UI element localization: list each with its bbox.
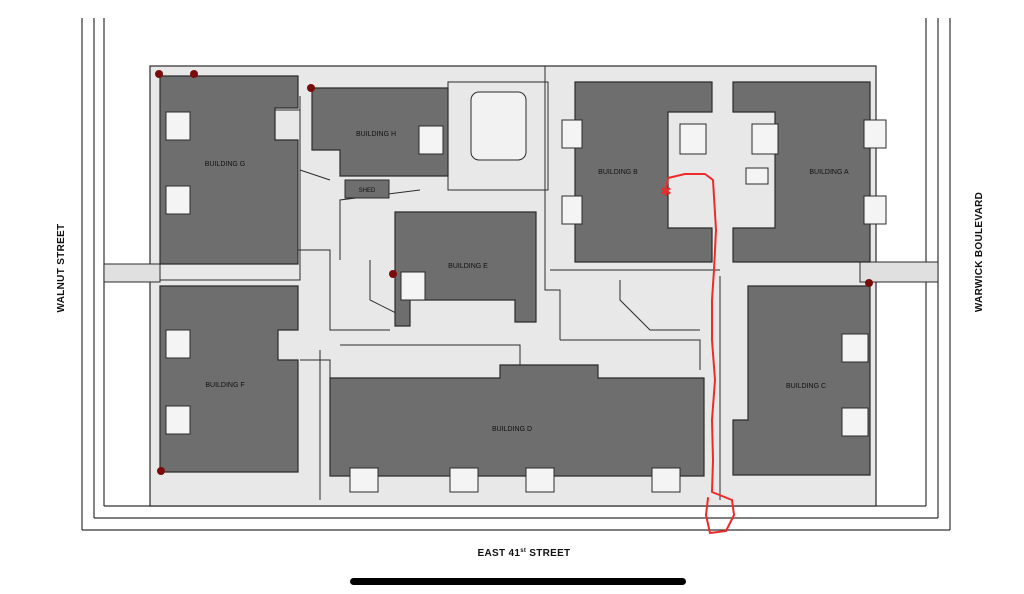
building-h	[311, 87, 449, 177]
buildings	[159, 75, 871, 477]
building-b-label: BUILDING B	[598, 169, 638, 176]
building-f	[159, 285, 299, 473]
building-h-label: BUILDING H	[356, 131, 396, 138]
marker-dots	[155, 70, 873, 475]
building-a-label: BUILDING A	[809, 169, 849, 176]
route-path	[665, 173, 735, 534]
building-g	[159, 75, 299, 265]
shed	[344, 179, 390, 199]
building-c-label: BUILDING C	[786, 383, 826, 390]
home-indicator	[350, 578, 686, 585]
east-41st-street-label: EAST 41st STREET	[478, 548, 571, 559]
building-c	[732, 285, 871, 476]
building-b	[574, 81, 713, 263]
building-g-label: BUILDING G	[205, 161, 245, 168]
route-start-icon: ✱	[660, 184, 672, 200]
building-f-label: BUILDING F	[205, 382, 244, 389]
building-e-label: BUILDING E	[448, 263, 488, 270]
building-d-label: BUILDING D	[492, 426, 532, 433]
walnut-street-label: WALNUT STREET	[56, 224, 67, 313]
warwick-boulevard-label: WARWICK BOULEVARD	[974, 192, 985, 312]
shed-label: SHED	[359, 188, 376, 194]
entrance-boxes	[165, 111, 887, 493]
building-d	[329, 364, 705, 477]
building-e	[394, 211, 537, 327]
